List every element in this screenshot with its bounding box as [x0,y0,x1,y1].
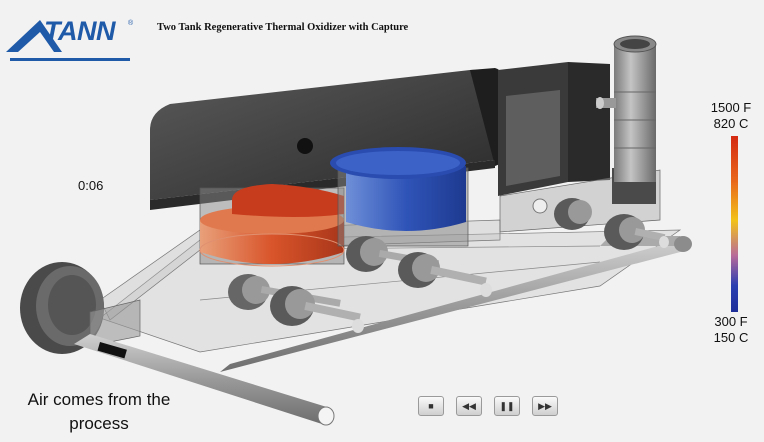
valve-set-middle [346,236,492,297]
temperature-gradient-bar [731,136,738,312]
valve-set-left [228,274,364,333]
rewind-icon: ◀◀ [462,400,476,411]
animation-timer: 0:06 [78,178,104,193]
pause-button[interactable]: ❚❚ [494,396,520,416]
logo-underline [10,58,130,61]
inlet-fan [20,262,141,354]
stop-button[interactable]: ■ [418,396,444,416]
logo-registered-mark: ® [128,20,134,27]
pause-icon: ❚❚ [499,400,515,411]
valve-set-right [554,198,669,250]
temp-high-c: 820 C [713,116,749,131]
rewind-button[interactable]: ◀◀ [456,396,482,416]
logo-text: TANN [44,16,115,46]
temp-scale-low: 300 F 150 C [700,314,762,346]
fast-forward-icon: ▶▶ [538,400,552,411]
regenerative-tank-cold [330,147,469,247]
logo-triangle-icon [6,20,62,52]
tann-logo: TANN ® [4,8,134,61]
inlet-pipe [74,334,335,426]
temp-scale-high: 1500 F 820 C [700,100,762,132]
temp-low-f: 300 F [714,314,748,329]
temp-low-c: 150 C [713,330,749,345]
exhaust-stack [596,35,657,182]
step-caption: Air comes from the process [27,390,171,433]
page-title: Two Tank Regenerative Thermal Oxidizer w… [157,22,409,33]
temp-high-f: 1500 F [710,100,752,115]
stop-icon: ■ [428,401,434,411]
regenerative-tank-hot [199,184,345,267]
fast-forward-button[interactable]: ▶▶ [532,396,558,416]
